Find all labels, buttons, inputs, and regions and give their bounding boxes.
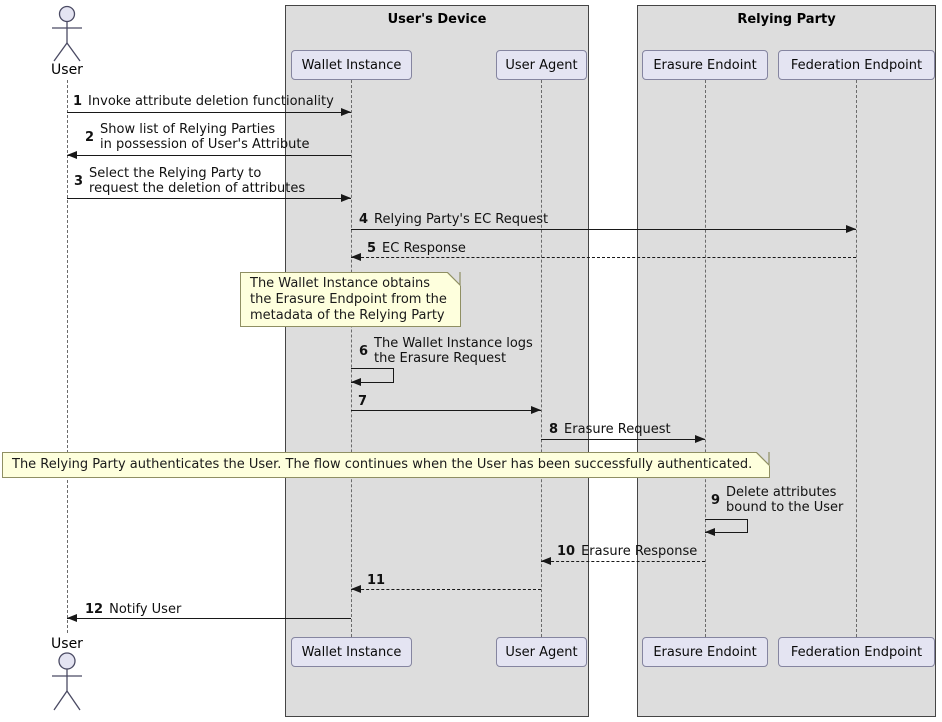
lifeline-wallet-instance: [351, 80, 352, 637]
arrowhead-right-icon: [846, 225, 856, 233]
note-text: The Relying Party authenticates the User…: [12, 457, 753, 472]
message-6-number: 6: [359, 343, 369, 359]
message-1-number: 1: [73, 94, 83, 109]
participant-user-agent-top: User Agent: [496, 50, 587, 80]
participant-erasure-endpoint-bottom: Erasure Endoint: [642, 637, 768, 667]
message-3-number: 3: [74, 173, 84, 189]
message-4-number: 4: [359, 212, 369, 227]
message-8-label: 8 Erasure Request: [549, 422, 671, 437]
message-1-label: 1 Invoke attribute deletion functionalit…: [73, 94, 334, 109]
message-2-arrow: [67, 155, 351, 156]
message-11-number: 11: [367, 573, 386, 588]
message-5-number: 5: [367, 241, 377, 256]
message-5-text: EC Response: [382, 241, 466, 256]
lifeline-federation-endpoint: [856, 80, 857, 637]
message-6-self-arrow: [351, 368, 394, 383]
participant-federation-endpoint-top: Federation Endpoint: [778, 50, 935, 80]
participant-federation-endpoint-bottom: Federation Endpoint: [778, 637, 935, 667]
message-9-number: 9: [711, 492, 721, 508]
user-actor-icon: [52, 652, 82, 711]
arrowhead-left-icon: [351, 378, 361, 386]
message-1-arrow: [67, 112, 351, 113]
user-actor-icon: [52, 5, 82, 62]
message-12-text: Notify User: [109, 602, 182, 617]
message-7-arrow: [351, 410, 541, 411]
message-9-text: Delete attributes bound to the User: [726, 485, 844, 515]
note-text: The Wallet Instance obtains the Erasure …: [250, 276, 447, 323]
message-1-text: Invoke attribute deletion functionality: [88, 94, 334, 109]
message-3-arrow: [67, 198, 351, 199]
frame-users-device-title: User's Device: [387, 12, 487, 27]
message-9-self-arrow: [705, 519, 748, 533]
message-5-arrow: [351, 257, 856, 258]
lifeline-user-agent: [541, 80, 542, 637]
arrowhead-left-icon: [67, 151, 77, 159]
participant-erasure-endpoint-top: Erasure Endoint: [642, 50, 768, 80]
participant-wallet-instance-bottom: Wallet Instance: [291, 637, 412, 667]
arrowhead-left-icon: [67, 614, 77, 622]
message-10-arrow: [541, 561, 705, 562]
arrowhead-left-icon: [351, 585, 361, 593]
message-11-label: 11: [367, 573, 391, 588]
message-10-text: Erasure Response: [581, 544, 698, 559]
message-10-label: 10 Erasure Response: [557, 544, 697, 559]
lifeline-user: [67, 80, 68, 633]
message-12-number: 12: [85, 602, 104, 617]
message-12-arrow: [67, 618, 351, 619]
message-7-label: 7: [358, 394, 373, 409]
message-8-arrow: [541, 439, 705, 440]
message-6-label: 6 The Wallet Instance logs the Erasure R…: [359, 336, 533, 366]
lifeline-erasure-endpoint: [705, 80, 706, 637]
note-fold-icon: [447, 272, 461, 286]
frame-relying-party-title: Relying Party: [737, 12, 836, 27]
message-3-text: Select the Relying Party to request the …: [89, 166, 306, 196]
arrowhead-left-icon: [705, 528, 715, 536]
participant-wallet-instance-top: Wallet Instance: [291, 50, 412, 80]
note-erasure-endpoint-metadata: The Wallet Instance obtains the Erasure …: [240, 272, 461, 327]
arrowhead-right-icon: [695, 435, 705, 443]
arrowhead-right-icon: [531, 406, 541, 414]
note-fold-icon: [756, 452, 770, 466]
message-4-text: Relying Party's EC Request: [374, 212, 549, 227]
message-8-number: 8: [549, 422, 559, 437]
message-12-label: 12 Notify User: [85, 602, 181, 617]
participant-user-agent-bottom: User Agent: [496, 637, 587, 667]
frame-relying-party: Relying Party: [637, 5, 936, 717]
note-user-authentication: The Relying Party authenticates the User…: [2, 452, 770, 478]
message-8-text: Erasure Request: [564, 422, 671, 437]
message-2-label: 2 Show list of Relying Parties in posses…: [85, 122, 309, 152]
message-7-number: 7: [358, 394, 368, 409]
arrowhead-left-icon: [351, 253, 361, 261]
message-4-arrow: [351, 229, 856, 230]
message-10-number: 10: [557, 544, 576, 559]
message-5-label: 5 EC Response: [367, 241, 466, 256]
arrowhead-right-icon: [341, 108, 351, 116]
message-9-label: 9 Delete attributes bound to the User: [711, 485, 843, 515]
message-11-arrow: [351, 589, 541, 590]
message-6-text: The Wallet Instance logs the Erasure Req…: [374, 336, 533, 366]
message-4-label: 4 Relying Party's EC Request: [359, 212, 548, 227]
message-2-number: 2: [85, 129, 95, 145]
user-actor-label-bottom: User: [51, 636, 83, 652]
arrowhead-right-icon: [341, 194, 351, 202]
arrowhead-left-icon: [541, 557, 551, 565]
frame-users-device: User's Device: [285, 5, 589, 717]
message-2-text: Show list of Relying Parties in possessi…: [100, 122, 310, 152]
message-3-label: 3 Select the Relying Party to request th…: [74, 166, 305, 196]
user-actor-label-top: User: [51, 62, 83, 78]
